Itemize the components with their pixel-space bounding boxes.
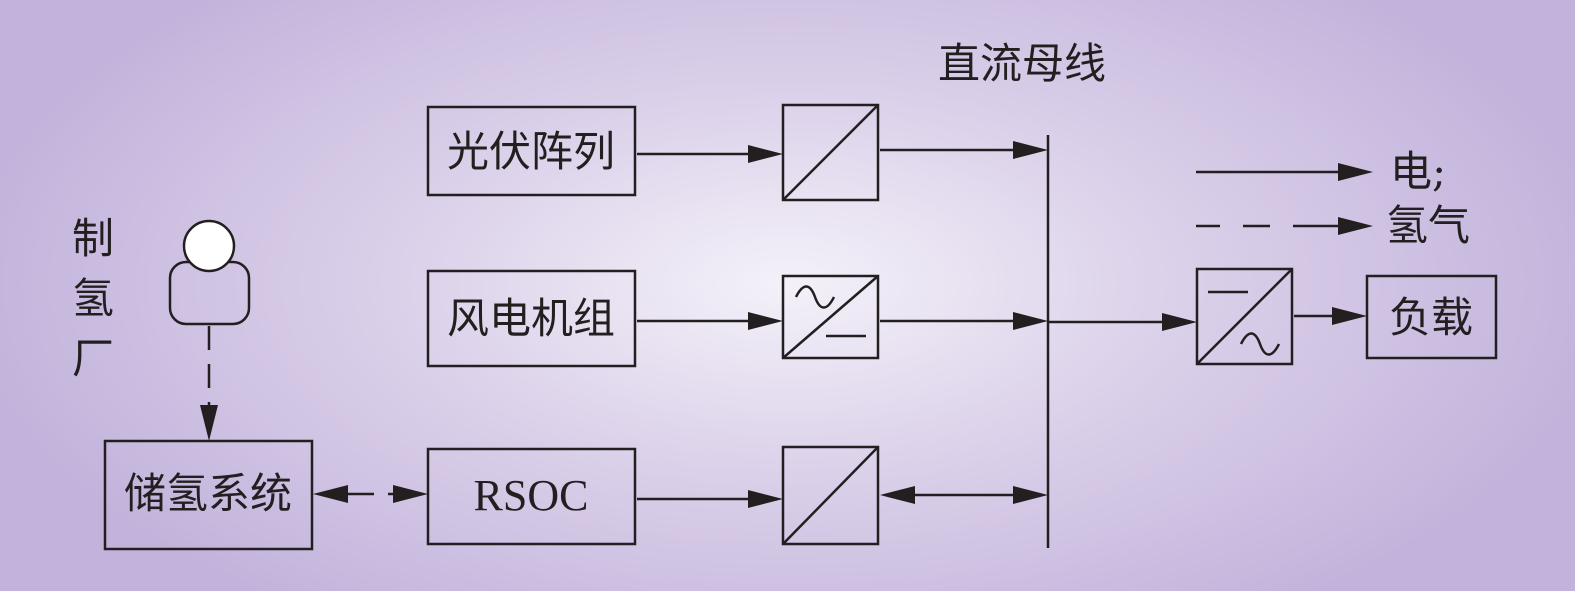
storage-block: 储氢系统 xyxy=(103,439,314,551)
wind-acdc-converter-icon xyxy=(781,274,880,360)
rsoc-block: RSOC xyxy=(426,447,637,546)
plant-label-char-2: 氢 xyxy=(72,274,114,323)
legend: 电; 氢气 xyxy=(1196,147,1470,250)
rsoc-label: RSOC xyxy=(474,471,589,520)
legend-electric: 电; xyxy=(1196,147,1446,196)
pv-dcdc-converter-icon xyxy=(781,103,880,202)
bus-to-inverter-arrow xyxy=(1048,313,1197,331)
rsoc-bus-bidirectional-arrow xyxy=(880,486,1048,504)
pv-array-block: 光伏阵列 xyxy=(426,105,637,197)
rsoc-to-converter-arrow xyxy=(637,490,783,508)
plant-label-char-1: 制 xyxy=(72,214,114,263)
storage-label: 储氢系统 xyxy=(124,469,292,518)
wind-to-converter-arrow xyxy=(637,312,783,330)
load-block: 负载 xyxy=(1365,274,1498,360)
plant-to-storage-arrow xyxy=(200,326,218,441)
hydrogen-plant-icon xyxy=(168,219,251,326)
pv-converter-to-bus-arrow xyxy=(880,141,1048,159)
plant-label-char-3: 厂 xyxy=(72,334,114,383)
legend-hydrogen: 氢气 xyxy=(1196,201,1470,250)
dcac-inverter-icon xyxy=(1195,267,1294,366)
inverter-to-load-arrow xyxy=(1294,307,1367,325)
wind-converter-to-bus-arrow xyxy=(880,312,1048,330)
legend-electric-label: 电; xyxy=(1390,147,1446,196)
legend-hydrogen-label: 氢气 xyxy=(1386,201,1470,250)
wind-turbine-block: 风电机组 xyxy=(426,269,637,368)
pv-to-converter-arrow xyxy=(637,145,783,163)
rsoc-dcdc-converter-icon xyxy=(781,445,880,546)
load-label: 负载 xyxy=(1389,293,1473,342)
dc-bus-label: 直流母线 xyxy=(938,39,1106,88)
storage-rsoc-hydrogen-arrow xyxy=(313,485,428,503)
wind-turbine-label: 风电机组 xyxy=(447,294,615,343)
pv-array-label: 光伏阵列 xyxy=(447,127,615,176)
